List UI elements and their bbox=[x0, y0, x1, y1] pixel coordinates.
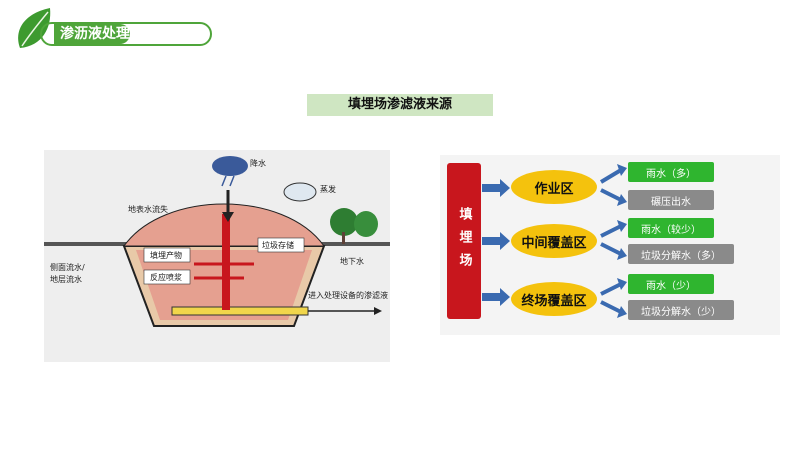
zone-intermediate-cover: 中间覆盖区 bbox=[511, 224, 597, 258]
label-box3: 反应喷浆 bbox=[150, 272, 182, 282]
title-pill bbox=[40, 22, 212, 46]
label-box1: 垃圾存储 bbox=[262, 240, 294, 250]
zone-work-area: 作业区 bbox=[511, 170, 597, 204]
zone2-item1: 雨水（较少） bbox=[628, 218, 714, 238]
zone2-item2: 垃圾分解水（多） bbox=[628, 244, 734, 264]
zone3-item1: 雨水（少） bbox=[628, 274, 714, 294]
label-precip: 降水 bbox=[250, 158, 266, 168]
label-to-treatment: 进入处理设备的渗滤液 bbox=[308, 290, 388, 300]
label-lateral: 侧面流水/ bbox=[50, 262, 85, 272]
leaf-icon bbox=[18, 8, 51, 48]
label-groundwater: 地下水 bbox=[340, 256, 364, 266]
zone-final-cover: 终场覆盖区 bbox=[511, 282, 597, 316]
page-title: 渗沥液处理 bbox=[60, 26, 130, 42]
zone3-item2: 垃圾分解水（少） bbox=[628, 300, 734, 320]
zone1-item2: 碾压出水 bbox=[628, 190, 714, 210]
main-arrows bbox=[482, 179, 510, 306]
zone-arrows bbox=[599, 164, 627, 318]
label-lateral2: 地层流水 bbox=[50, 274, 82, 284]
label-box2: 填埋产物 bbox=[150, 250, 182, 260]
section-subtitle: 填埋场渗滤液来源 bbox=[307, 94, 493, 116]
title-band bbox=[54, 24, 130, 44]
landfill-box: 填埋场 bbox=[447, 163, 481, 319]
label-evap: 蒸发 bbox=[320, 184, 336, 194]
zone1-item1: 雨水（多） bbox=[628, 162, 714, 182]
label-surface-runoff: 地表水流失 bbox=[128, 204, 168, 214]
landfill-illustration: 填埋产物 反应喷浆 垃圾存储 降水 蒸发 地表水流失 侧面流水/ 地层流水 地下… bbox=[44, 150, 390, 362]
